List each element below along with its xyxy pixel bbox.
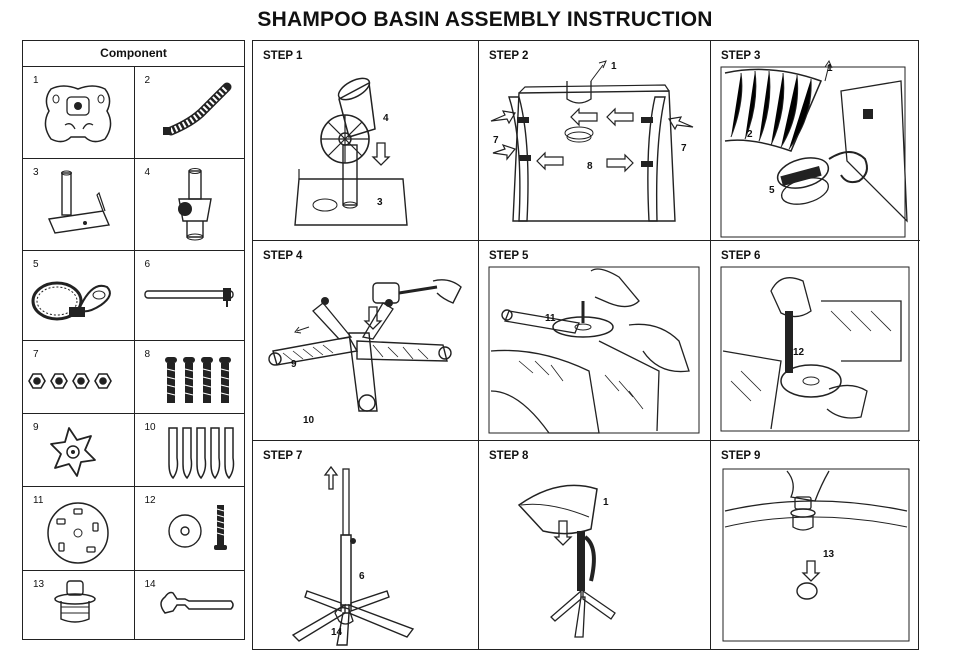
washer-screw-icon xyxy=(167,505,227,550)
callout-number: 1 xyxy=(603,497,609,508)
step-6-panel: STEP 6 12 xyxy=(711,241,920,441)
step-label: STEP 5 xyxy=(489,250,529,262)
component-number: 4 xyxy=(144,167,151,178)
callout-number: 11 xyxy=(545,313,556,324)
step-7-illustration: 6 14 xyxy=(291,465,415,646)
component-cell: 5 xyxy=(23,251,134,340)
component-row: 7 8 xyxy=(23,341,244,414)
component-cell: 6 xyxy=(133,251,245,340)
component-number: 2 xyxy=(144,75,151,86)
component-number: 5 xyxy=(33,259,39,270)
component-row: 13 14 xyxy=(23,571,244,640)
callout-number: 10 xyxy=(303,415,315,426)
flexible-hose-icon xyxy=(162,82,231,136)
step-label: STEP 4 xyxy=(263,250,303,262)
component-cell: 2 xyxy=(133,67,245,158)
component-cell: 1 xyxy=(23,67,134,158)
height-adjuster-icon xyxy=(177,168,212,241)
callout-number: 9 xyxy=(291,359,297,370)
step-label: STEP 8 xyxy=(489,450,529,462)
component-number: 14 xyxy=(144,579,156,590)
step-4-panel: STEP 4 9 10 xyxy=(253,241,479,441)
step-4-illustration: 9 10 xyxy=(268,279,462,426)
step-label: STEP 7 xyxy=(263,450,303,462)
basin-bowl-icon xyxy=(44,85,112,143)
wrench-icon xyxy=(159,591,234,614)
drain-stopper-icon xyxy=(54,580,96,623)
component-row: 1 2 xyxy=(23,67,244,159)
component-number: 12 xyxy=(144,495,156,506)
step-6-illustration: 12 xyxy=(720,266,910,432)
component-number: 6 xyxy=(144,259,151,270)
callout-number: 8 xyxy=(587,161,593,172)
step-3-illustration: 1 2 5 xyxy=(720,59,908,238)
support-rod-icon xyxy=(143,288,234,307)
component-cell: 4 xyxy=(133,159,245,250)
step-1-panel: STEP 1 4 3 xyxy=(253,41,479,241)
hose-clamp-icon xyxy=(31,281,111,321)
step-label: STEP 2 xyxy=(489,50,529,62)
callout-number: 1 xyxy=(611,61,617,72)
component-table-heading: Component xyxy=(23,41,244,67)
component-cell: 14 xyxy=(133,571,245,640)
step-8-illustration: 1 xyxy=(517,484,616,638)
component-number: 13 xyxy=(33,579,45,590)
step-1-illustration: 4 3 xyxy=(294,77,408,226)
callout-number: 6 xyxy=(359,571,365,582)
step-8-panel: STEP 8 1 xyxy=(479,441,711,649)
component-row: 11 12 xyxy=(23,487,244,571)
callout-number: 7 xyxy=(681,143,687,154)
step-9-panel: STEP 9 13 xyxy=(711,441,920,649)
component-number: 10 xyxy=(144,422,156,433)
callout-number: 5 xyxy=(769,185,775,196)
base-disc-icon xyxy=(47,502,109,564)
component-cell: 11 xyxy=(23,487,134,570)
component-number: 9 xyxy=(33,422,39,433)
component-cell: 8 xyxy=(133,341,245,413)
component-number: 1 xyxy=(33,75,39,86)
component-number: 3 xyxy=(33,167,39,178)
step-label: STEP 3 xyxy=(721,50,761,62)
component-cell: 12 xyxy=(133,487,245,570)
component-cell: 10 xyxy=(133,414,245,486)
callout-number: 4 xyxy=(383,113,389,124)
component-cell: 3 xyxy=(23,159,134,250)
step-5-panel: STEP 5 11 xyxy=(479,241,711,441)
page-title: SHAMPOO BASIN ASSEMBLY INSTRUCTION xyxy=(257,8,713,31)
callout-number: 14 xyxy=(331,627,343,638)
star-knob-icon xyxy=(50,427,96,477)
callout-number: 12 xyxy=(793,347,805,358)
component-row: 3 4 xyxy=(23,159,244,251)
bolts-icon xyxy=(164,357,231,403)
component-cell: 9 xyxy=(23,414,134,486)
component-table: Component 1 2 3 xyxy=(22,40,245,640)
step-2-panel: STEP 2 1 7 8 7 xyxy=(479,41,711,241)
step-3-panel: STEP 3 1 2 5 xyxy=(711,41,920,241)
callout-number: 7 xyxy=(493,135,499,146)
bracket-plate-icon xyxy=(47,170,111,234)
component-number: 7 xyxy=(33,349,39,360)
hex-nuts-icon xyxy=(28,373,112,389)
step-2-illustration: 1 7 8 7 xyxy=(490,60,694,222)
callout-number: 2 xyxy=(747,129,753,140)
component-cell: 7 xyxy=(23,341,134,413)
component-row: 5 6 xyxy=(23,251,244,341)
step-5-illustration: 11 xyxy=(488,266,700,434)
component-row: 9 10 xyxy=(23,414,244,487)
component-number: 11 xyxy=(33,495,44,506)
step-label: STEP 6 xyxy=(721,250,761,262)
step-9-illustration: 13 xyxy=(722,468,910,642)
step-label: STEP 9 xyxy=(721,450,761,462)
step-7-panel: STEP 7 6 14 14 xyxy=(253,441,479,649)
callout-number: 13 xyxy=(823,549,835,560)
caster-clips-icon xyxy=(167,427,234,480)
component-cell: 13 xyxy=(23,571,134,640)
callout-number: 1 xyxy=(827,63,833,74)
callout-number: 3 xyxy=(377,197,383,208)
component-number: 8 xyxy=(144,349,151,360)
steps-panel: STEP 1 4 3 STEP 2 xyxy=(252,40,920,650)
step-label: STEP 1 xyxy=(263,50,303,62)
